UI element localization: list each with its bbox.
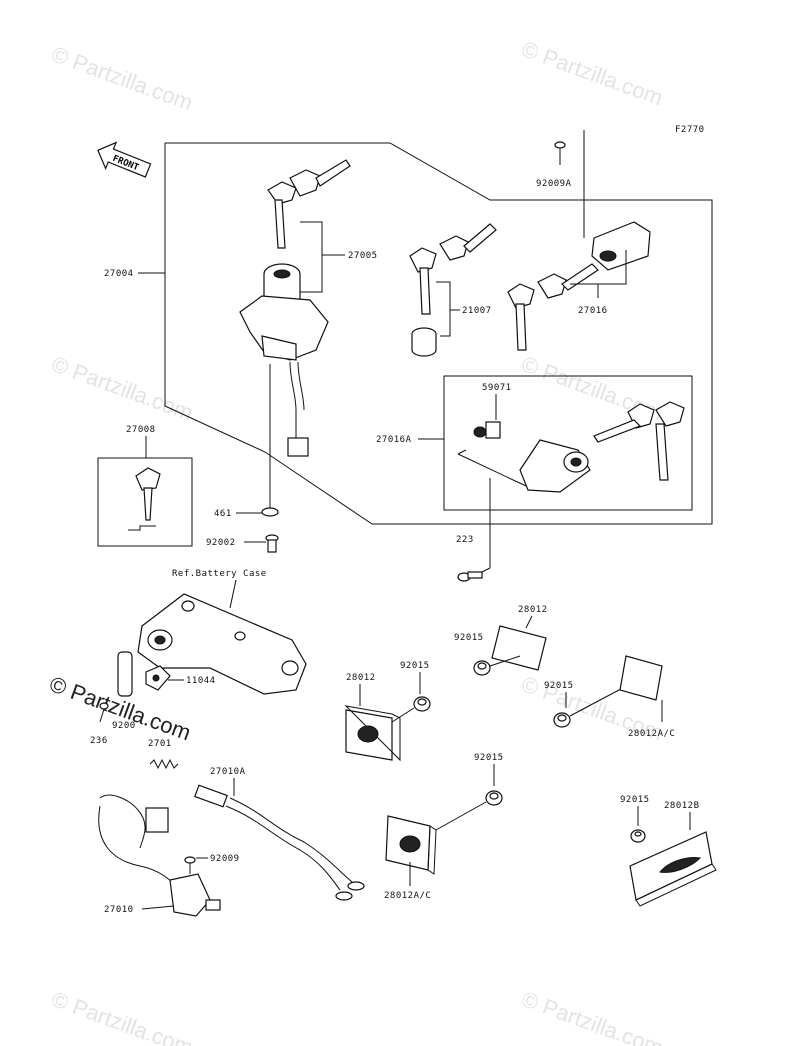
nut-92015-b bbox=[413, 696, 431, 712]
key-blank-box-27008 bbox=[97, 457, 193, 547]
part-27005: 27005 bbox=[348, 251, 378, 261]
part-461: 461 bbox=[214, 509, 232, 519]
part-59071: 59071 bbox=[482, 383, 512, 393]
part-92015-c: 92015 bbox=[544, 681, 574, 691]
reflector-28012-top bbox=[491, 625, 547, 671]
blank-key-icon bbox=[128, 467, 161, 531]
ignition-switch bbox=[239, 263, 329, 361]
nut-92015-d bbox=[485, 790, 503, 806]
switch-27010 bbox=[98, 794, 221, 917]
reflector-28012-left bbox=[344, 705, 401, 762]
part-27016: 27016 bbox=[578, 306, 608, 316]
part-92015-d: 92015 bbox=[474, 753, 504, 763]
kit-outline-27004 bbox=[164, 142, 713, 525]
watermark-top-left: © Partzilla.com bbox=[48, 41, 196, 115]
figure-code: F2770 bbox=[675, 125, 705, 135]
washer-461 bbox=[261, 507, 279, 517]
part-28012ac-right: 28012A/C bbox=[628, 729, 675, 739]
nut-92015-a bbox=[473, 660, 491, 676]
part-92009: 92009 bbox=[210, 854, 240, 864]
screw-236 bbox=[99, 702, 109, 723]
screw-92009a bbox=[554, 141, 566, 165]
clip-59071 bbox=[473, 421, 501, 439]
watermarks: © Partzilla.com © Partzilla.com © Partzi… bbox=[46, 36, 666, 1046]
part-92015-b: 92015 bbox=[400, 661, 430, 671]
nut-92015-e bbox=[630, 829, 646, 843]
part-92015-a: 92015 bbox=[454, 633, 484, 643]
part-28012-left: 28012 bbox=[346, 673, 376, 683]
watermark-mid-left: © Partzilla.com bbox=[48, 351, 196, 425]
spring-27011 bbox=[149, 758, 179, 770]
ref-battery-case: Ref.Battery Case bbox=[172, 569, 267, 579]
part-27010: 27010 bbox=[104, 905, 134, 915]
part-9200x: 9200 bbox=[112, 721, 136, 731]
part-27010a: 27010A bbox=[210, 767, 246, 777]
bracket-21007 bbox=[436, 281, 451, 337]
helmet-lock-keys bbox=[507, 221, 651, 351]
helmet-lock-assy bbox=[457, 401, 685, 493]
part-11044: 11044 bbox=[186, 676, 216, 686]
front-arrow-icon: FRONT bbox=[97, 141, 152, 178]
part-223: 223 bbox=[456, 535, 474, 545]
watermark-bottom-left: © Partzilla.com bbox=[48, 986, 196, 1046]
part-27004: 27004 bbox=[104, 269, 134, 279]
reflector-28012ac-bottom bbox=[385, 815, 437, 875]
subkit-box-27016a bbox=[443, 375, 693, 511]
part-27011: 2701 bbox=[148, 739, 172, 749]
part-27008: 27008 bbox=[126, 425, 156, 435]
ignition-keys bbox=[267, 159, 351, 249]
watermark-top-right: © Partzilla.com bbox=[518, 36, 666, 110]
seat-lock-keys bbox=[409, 223, 497, 357]
part-21007: 21007 bbox=[462, 306, 492, 316]
bracket-11044 bbox=[145, 665, 171, 691]
reflector-28012ac-right bbox=[619, 655, 663, 701]
part-28012ac-bottom: 28012A/C bbox=[384, 891, 431, 901]
bolt-92002 bbox=[265, 534, 279, 553]
reflector-28012b bbox=[629, 831, 717, 907]
screw-223 bbox=[457, 571, 483, 582]
part-236: 236 bbox=[90, 736, 108, 746]
watermark-bottom-right: © Partzilla.com bbox=[518, 986, 666, 1046]
nut-92015-c bbox=[553, 712, 571, 728]
bracket-27016 bbox=[570, 250, 627, 285]
part-28012b: 28012B bbox=[664, 801, 700, 811]
switch-connector bbox=[145, 807, 169, 833]
part-27016a: 27016A bbox=[376, 435, 412, 445]
part-92015-e: 92015 bbox=[620, 795, 650, 805]
screw-92009 bbox=[184, 856, 196, 874]
part-92002: 92002 bbox=[206, 538, 236, 548]
part-92009a: 92009A bbox=[536, 179, 572, 189]
battery-case-bracket bbox=[137, 593, 307, 695]
ignition-connector bbox=[287, 437, 309, 457]
bracket-27005 bbox=[300, 221, 323, 293]
spring-plate bbox=[117, 651, 133, 697]
part-28012-top: 28012 bbox=[518, 605, 548, 615]
switch-27010a bbox=[194, 784, 365, 901]
